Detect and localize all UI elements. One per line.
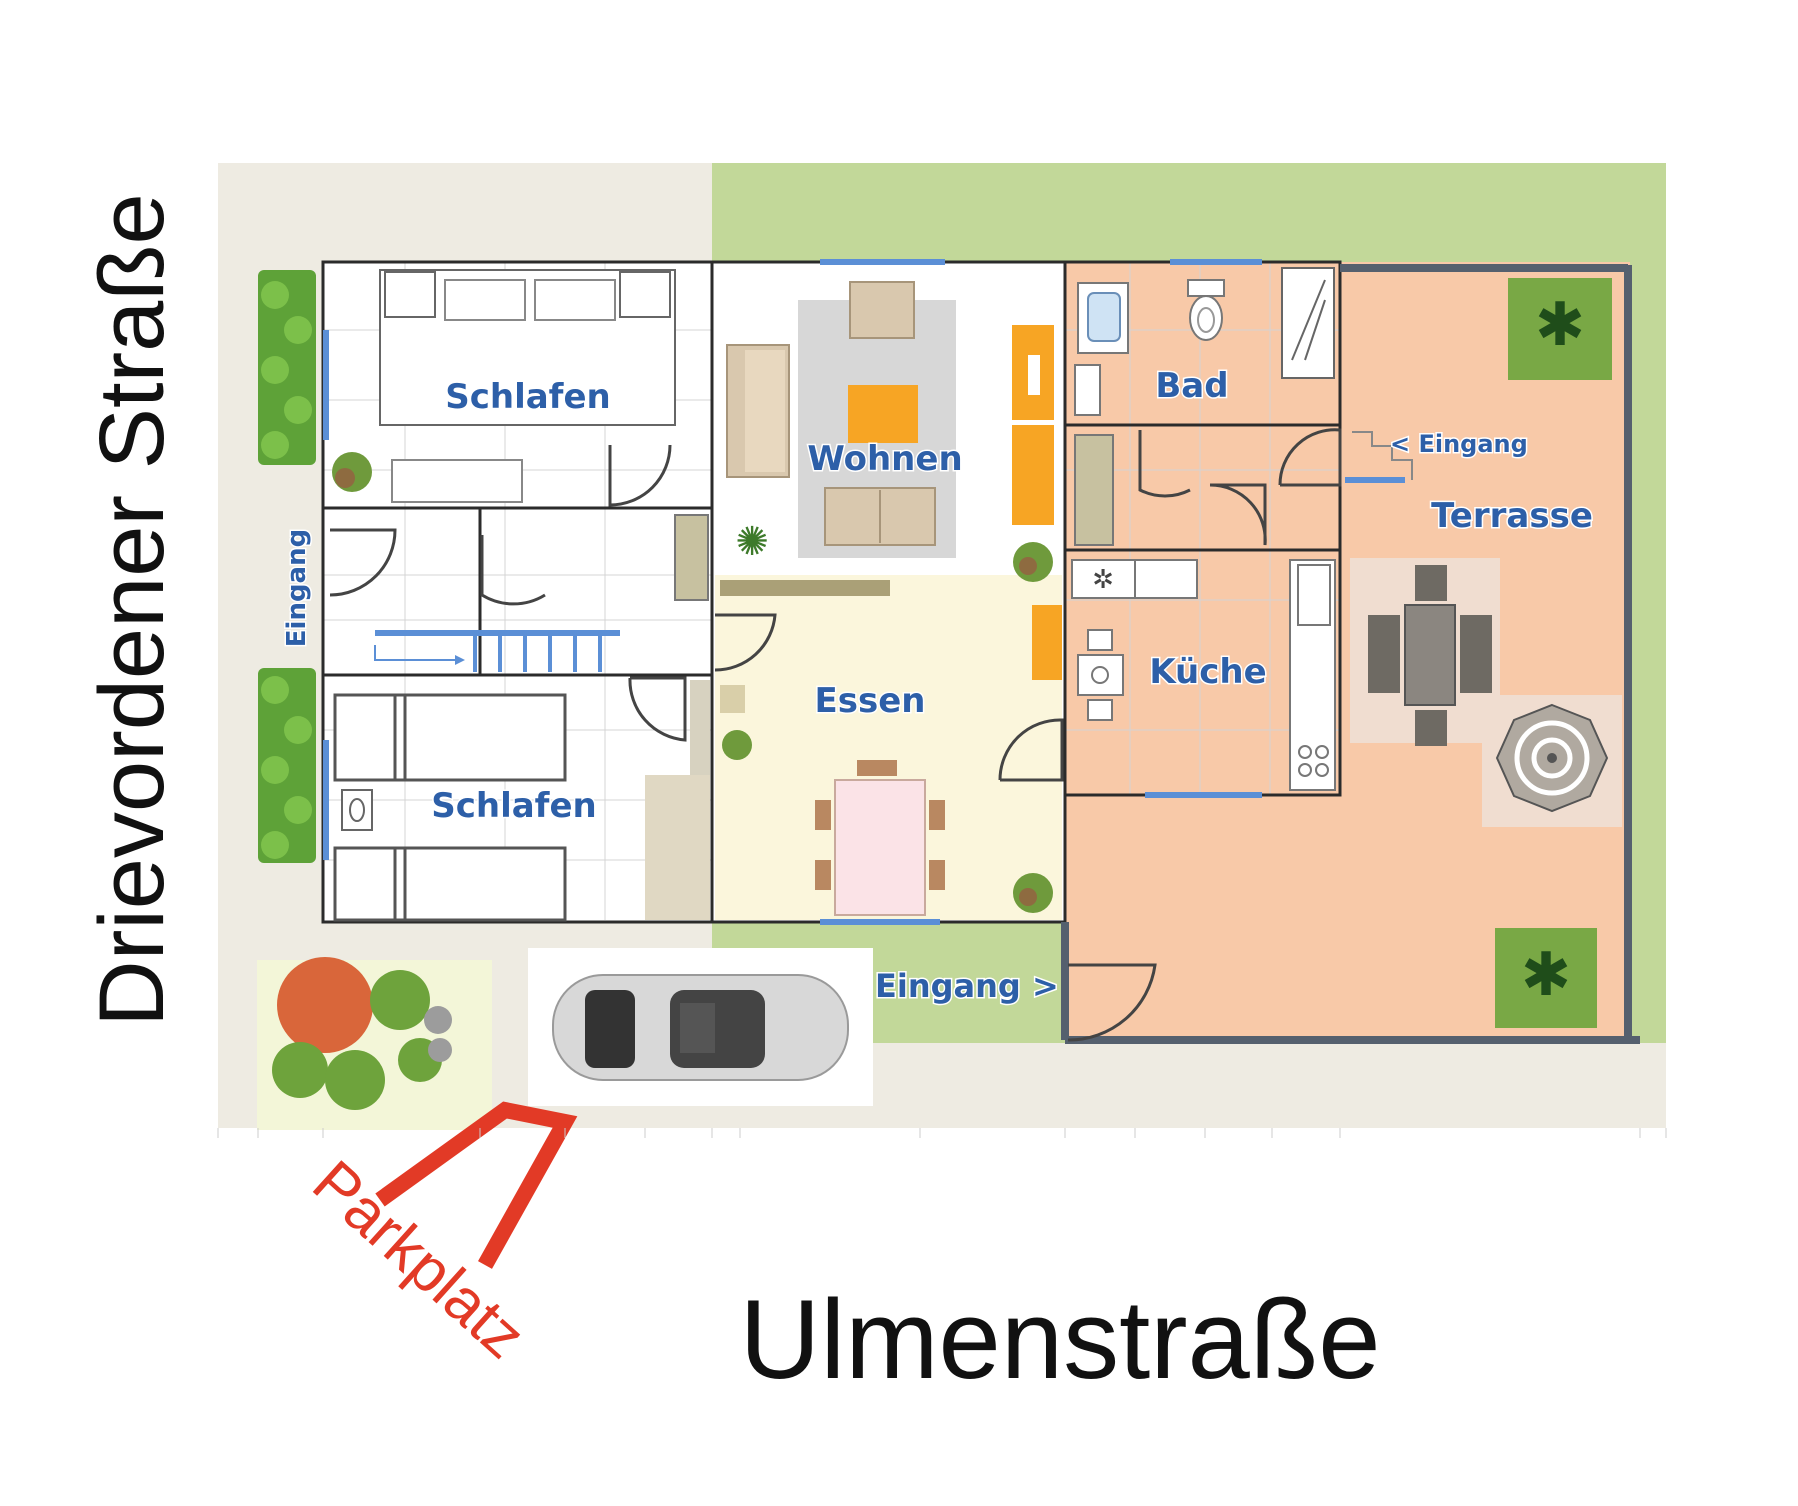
plant-icon <box>722 730 752 760</box>
svg-text:✱: ✱ <box>1521 940 1571 1010</box>
hall-cabinet <box>1074 434 1114 546</box>
room-label-kueche: Küche <box>1149 652 1266 692</box>
ruler-ticks <box>217 1128 1667 1138</box>
room-label-essen: Essen <box>815 681 926 721</box>
bath-cabinet <box>1074 364 1101 416</box>
room-label-schlafen-bottom: Schlafen <box>431 786 597 826</box>
svg-text:✺: ✺ <box>735 519 769 565</box>
svg-text:✲: ✲ <box>1092 565 1114 595</box>
toilet-icon <box>1187 279 1225 341</box>
doors <box>329 428 1342 1042</box>
wardrobe <box>674 514 709 601</box>
room-label-wohnen: Wohnen <box>807 439 962 479</box>
side-cabinet <box>1032 605 1062 680</box>
kitchen-sink <box>1297 564 1331 626</box>
svg-text:✱: ✱ <box>1535 290 1585 360</box>
shower-icon <box>1281 267 1335 379</box>
closet <box>645 775 710 920</box>
stairs-icon <box>1352 431 1413 480</box>
pedestal <box>720 685 745 713</box>
sink-icon <box>1077 282 1129 354</box>
plant-icon: ✱ <box>1495 928 1597 1028</box>
hedge <box>258 668 316 863</box>
plant-icon <box>332 452 372 492</box>
stove-icon: ✲ <box>1071 559 1198 599</box>
kitchen-table <box>1077 629 1124 721</box>
coffee-table <box>848 385 918 443</box>
plant-icon <box>1013 873 1053 913</box>
windows <box>323 259 1405 925</box>
entrance-label-terrace: < Eingang <box>1390 430 1528 458</box>
car-icon <box>528 948 873 1106</box>
bed-icon <box>333 693 567 922</box>
stairs-icon <box>374 630 620 672</box>
room-label-terrasse: Terrasse <box>1431 496 1593 536</box>
room-label-bad: Bad <box>1155 366 1228 406</box>
entrance-label-left: Eingang <box>282 529 312 647</box>
table-icon <box>815 760 945 916</box>
plant-icon: ✺ <box>735 519 769 565</box>
bed-icon <box>379 269 676 426</box>
room-divider <box>720 580 890 596</box>
umbrella-icon <box>1482 695 1622 827</box>
terrace-area <box>1065 262 1630 1042</box>
table-icon <box>1350 558 1500 746</box>
tree-icon <box>257 957 492 1130</box>
street-label-left: Drievordener Straße <box>81 193 183 1026</box>
plant-icon: ✱ <box>1508 278 1612 380</box>
cooktop <box>1298 745 1329 777</box>
street-label-bottom: Ulmenstraße <box>739 1277 1380 1402</box>
plant-icon <box>1013 542 1053 582</box>
shelf <box>690 680 710 775</box>
walls <box>321 260 1640 1044</box>
parking-arrow <box>375 1101 578 1269</box>
entrance-label-bottom: Eingang > <box>875 967 1059 1005</box>
tv-cabinet <box>1012 325 1054 525</box>
room-label-schlafen-top: Schlafen <box>445 377 611 417</box>
dresser <box>391 459 523 503</box>
sofa-icon <box>726 281 936 546</box>
hedge <box>258 270 316 465</box>
